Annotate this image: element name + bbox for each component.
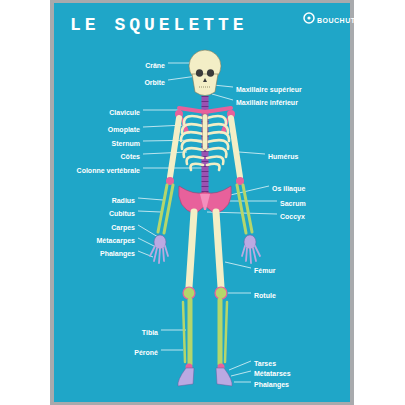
label-anchor: Péroné: [134, 341, 158, 359]
label-anchor: Orbite: [144, 71, 165, 89]
poster-ground: [54, 3, 350, 402]
part-label: Métatarses: [254, 370, 291, 378]
part-label: Côtes: [121, 153, 140, 161]
part-label: Coccyx: [280, 213, 305, 221]
foot: [178, 368, 194, 386]
patella: [183, 287, 195, 299]
label-anchor: Côtes: [121, 145, 140, 163]
humerus: [231, 118, 240, 177]
clavicle: [205, 108, 231, 112]
patella: [215, 287, 227, 299]
label-anchor: Sternum: [112, 132, 140, 150]
logo-icon: [304, 13, 314, 23]
part-label: Crâne: [145, 62, 165, 70]
label-anchor: Métacarpes: [96, 229, 135, 247]
sacrum: [200, 194, 210, 210]
sternum: [203, 114, 208, 150]
label-anchor: BOUCHUT: [317, 9, 356, 27]
part-label: Tibia: [142, 329, 158, 337]
label-anchor: Maxillaire inférieur: [236, 91, 298, 109]
part-label: Sacrum: [280, 200, 306, 208]
part-label: Humérus: [268, 153, 298, 161]
publisher-logo: BOUCHUT: [317, 17, 356, 25]
logo-icon: [307, 16, 310, 19]
part-label: Phalanges: [254, 381, 289, 389]
part-label: Sternum: [112, 140, 140, 148]
clavicle: [179, 108, 205, 112]
leader-lines: [138, 63, 277, 382]
label-anchor: Rotule: [254, 284, 276, 302]
part-label: Rotule: [254, 292, 276, 300]
part-label: Phalanges: [100, 250, 135, 258]
nose: [203, 78, 207, 82]
teeth: [199, 87, 211, 88]
part-label: Os iliaque: [272, 185, 305, 193]
label-anchor: Humérus: [268, 145, 298, 163]
label-anchor: Fémur: [254, 259, 275, 277]
part-label: Maxillaire supérieur: [236, 86, 302, 94]
part-label: Omoplate: [108, 126, 140, 134]
femur: [189, 212, 194, 287]
orbit: [196, 69, 203, 77]
pelvis: [179, 186, 232, 214]
fingers: [150, 246, 260, 263]
poster-title: LE SQUELETTE: [70, 16, 248, 36]
label-anchor: Phalanges: [100, 242, 135, 260]
part-label: Tarses: [254, 360, 276, 368]
part-label: Colonne vertébrale: [77, 167, 140, 175]
part-label: Métacarpes: [96, 237, 135, 245]
label-anchor: Tarses: [254, 352, 276, 370]
hand: [154, 235, 256, 249]
label-anchor: Radius: [112, 189, 135, 207]
lower-leg: [183, 300, 227, 364]
label-anchor: Tibia: [142, 321, 158, 339]
label-anchor: Cubitus: [109, 202, 135, 220]
femur: [216, 212, 221, 287]
label-anchor: Omoplate: [108, 118, 140, 136]
poster-frame: [50, 0, 354, 405]
label-anchor: Coccyx: [280, 205, 305, 223]
orbit: [207, 69, 214, 77]
part-label: Cubitus: [109, 210, 135, 218]
humerus: [170, 118, 179, 177]
label-anchor: Colonne vertébrale: [77, 159, 140, 177]
part-label: Carpes: [111, 224, 135, 232]
label-anchor: Crâne: [145, 54, 165, 72]
part-label: Péroné: [134, 349, 158, 357]
part-label: Orbite: [144, 79, 165, 87]
label-anchor: Maxillaire supérieur: [236, 78, 302, 96]
label-anchor: Clavicule: [109, 101, 140, 119]
part-label: Radius: [112, 197, 135, 205]
label-anchor: Os iliaque: [272, 177, 305, 195]
part-label: Fémur: [254, 267, 275, 275]
label-anchor: Carpes: [111, 216, 135, 234]
part-label: Maxillaire inférieur: [236, 99, 298, 107]
forearm: [158, 185, 252, 233]
part-label: Clavicule: [109, 109, 140, 117]
label-anchor: Sacrum: [280, 192, 306, 210]
foot: [216, 368, 232, 386]
jaw: [192, 74, 218, 96]
title-anchor: LE SQUELETTE: [70, 16, 248, 36]
